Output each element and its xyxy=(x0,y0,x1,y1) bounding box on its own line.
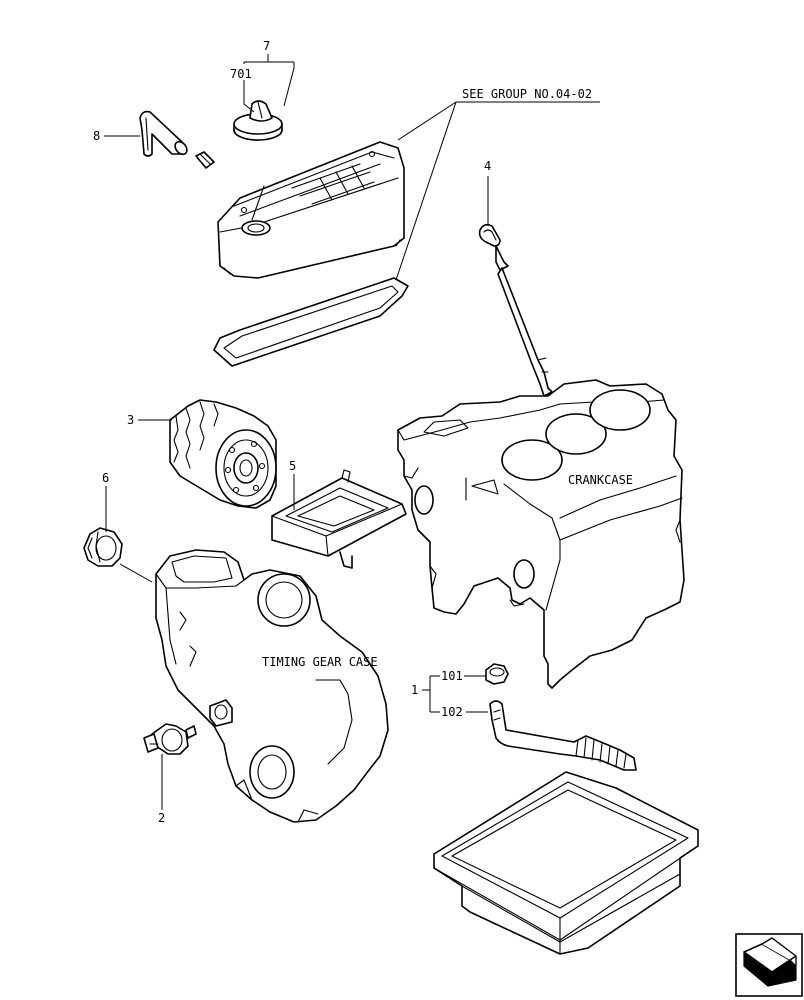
callout-1: 1 xyxy=(411,683,418,697)
valve-cover xyxy=(217,141,405,279)
oil-filter xyxy=(169,399,277,509)
callout-labels: 7 701 8 4 3 5 6 2 1 101 102 xyxy=(93,39,491,825)
breather-fitting xyxy=(195,151,215,169)
callout-8: 8 xyxy=(93,129,100,143)
oil-pressure-switch xyxy=(143,723,197,755)
diagram-notes: SEE GROUP NO.04-02 CRANKCASE TIMING GEAR… xyxy=(262,87,633,669)
leader-lines xyxy=(104,54,600,810)
oil-pan xyxy=(433,771,699,955)
callout-701: 701 xyxy=(230,67,252,81)
callout-3: 3 xyxy=(127,413,134,427)
callout-2: 2 xyxy=(158,811,165,825)
drain-nut xyxy=(485,663,509,685)
see-group-note: SEE GROUP NO.04-02 xyxy=(462,87,592,101)
oil-strainer xyxy=(271,469,407,569)
next-page-button[interactable] xyxy=(735,933,803,997)
crankcase-block xyxy=(397,379,685,689)
oil-filler-cap xyxy=(233,100,283,141)
breather-hose xyxy=(139,110,188,157)
valve-cover-gasket xyxy=(213,277,409,367)
dipstick xyxy=(478,223,553,397)
timing-gear-case-label: TIMING GEAR CASE xyxy=(262,655,378,669)
callout-4: 4 xyxy=(484,159,491,173)
callout-5: 5 xyxy=(289,459,296,473)
next-page-arrow-icon xyxy=(743,937,797,987)
callout-7: 7 xyxy=(263,39,270,53)
oil-plug xyxy=(83,527,123,567)
timing-gear-case xyxy=(155,549,389,823)
drain-pipe xyxy=(489,700,637,771)
callout-102: 102 xyxy=(441,705,463,719)
callout-6: 6 xyxy=(102,471,109,485)
callout-101: 101 xyxy=(441,669,463,683)
crankcase-label: CRANKCASE xyxy=(568,473,633,487)
